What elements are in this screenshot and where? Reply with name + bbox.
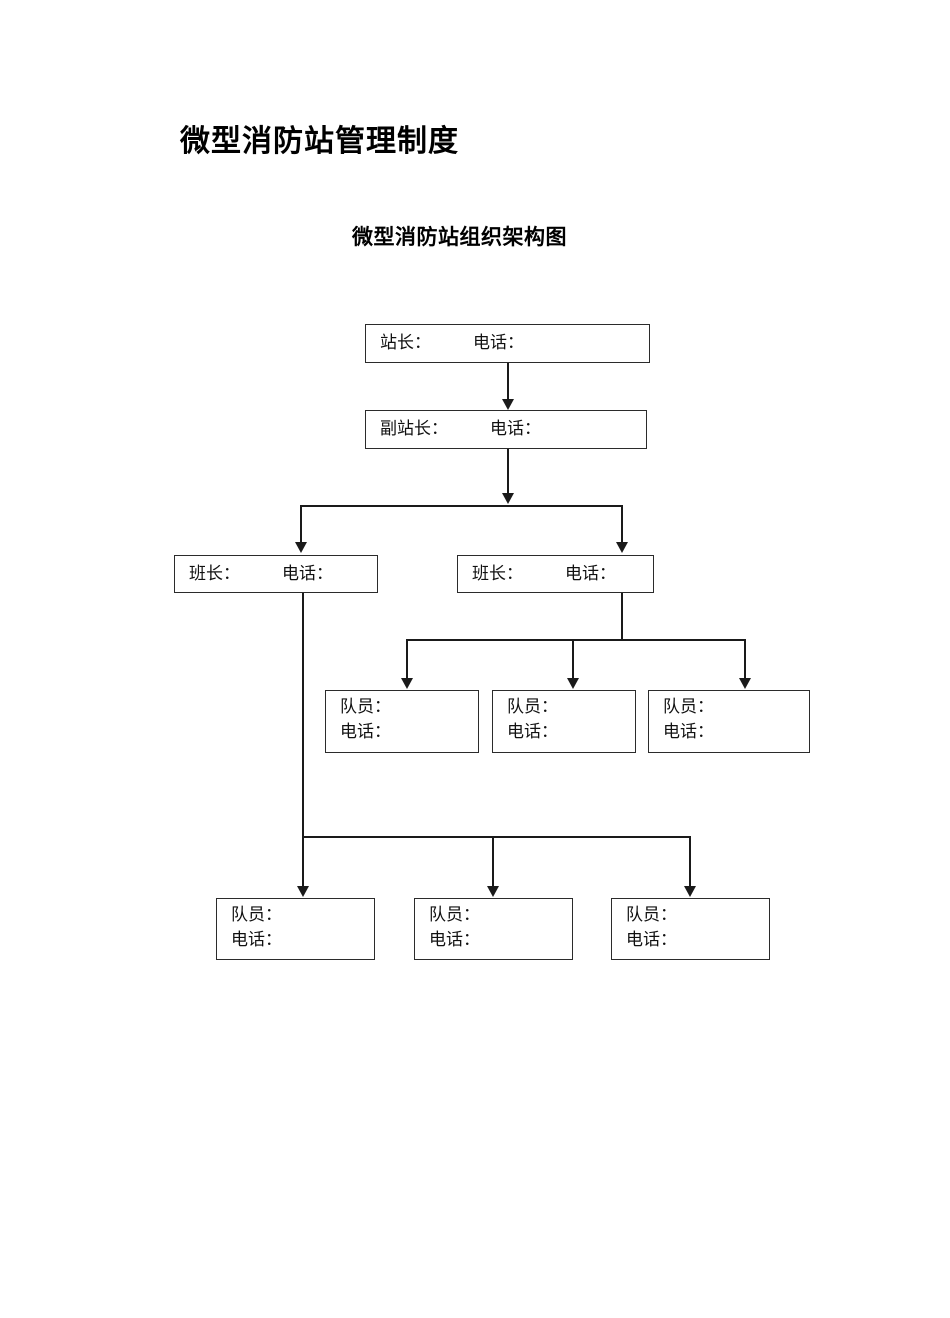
node-member-bottom-2[interactable]: 队员： 电话： [414,898,573,960]
deputy-chief-phone-label: 电话： [490,419,541,439]
arrow-to-squad-right [616,542,628,553]
node-member-bottom-1[interactable]: 队员： 电话： [216,898,375,960]
squad-leader-right-phone-label: 电话： [565,563,616,583]
connector-squad-left-stem [302,593,304,887]
arrow-to-member-b1 [297,886,309,897]
squad-leader-left-phone-label: 电话： [282,563,333,583]
member-b3-phone-label: 电话： [626,929,677,949]
connector-to-member-m1 [406,639,408,679]
member-m1-role-label: 队员： [340,697,391,716]
node-deputy-station-chief[interactable]: 副站长： 电话： [365,410,647,449]
member-m3-phone-label: 电话： [663,721,714,741]
connector-to-member-b2 [492,836,494,887]
arrow-to-member-m3 [739,678,751,689]
arrow-to-member-m2 [567,678,579,689]
connector-to-member-m2 [572,639,574,679]
member-b3-role-label: 队员： [626,905,677,924]
page-title: 微型消防站管理制度 [180,125,459,159]
arrow-chief-to-deputy [502,399,514,410]
connector-chief-to-deputy [507,363,509,400]
node-member-middle-2[interactable]: 队员： 电话： [492,690,636,753]
member-m2-phone-label: 电话： [507,721,558,741]
node-squad-leader-right[interactable]: 班长： 电话： [457,555,654,593]
arrow-to-member-b3 [684,886,696,897]
connector-middle-row-bar [406,639,746,641]
connector-squad-right-stem [621,593,623,641]
squad-leader-left-role-label: 班长： [189,563,240,583]
member-m3-role-label: 队员： [663,697,714,716]
node-member-bottom-3[interactable]: 队员： 电话： [611,898,770,960]
deputy-chief-role-label: 副站长： [380,419,448,439]
node-member-middle-1[interactable]: 队员： 电话： [325,690,479,753]
member-b1-phone-label: 电话： [231,929,282,949]
arrow-deputy-stem [502,493,514,504]
connector-deputy-stem [507,449,509,493]
node-squad-leader-left[interactable]: 班长： 电话： [174,555,378,593]
node-member-middle-3[interactable]: 队员： 电话： [648,690,810,753]
chart-title: 微型消防站组织架构图 [352,226,567,249]
member-b2-phone-label: 电话： [429,929,480,949]
member-m2-role-label: 队员： [507,697,558,716]
connector-to-squad-left [300,505,302,543]
member-b2-role-label: 队员： [429,905,480,924]
station-chief-phone-label: 电话： [473,333,524,353]
connector-deputy-split-bar [300,505,623,507]
arrow-to-squad-left [295,542,307,553]
connector-to-member-b3 [689,836,691,887]
connector-to-squad-right [621,505,623,543]
squad-leader-right-role-label: 班长： [472,563,523,583]
connector-bottom-row-bar [302,836,691,838]
member-b1-role-label: 队员： [231,905,282,924]
station-chief-role-label: 站长： [380,333,431,353]
connector-to-member-m3 [744,639,746,679]
member-m1-phone-label: 电话： [340,721,391,741]
arrow-to-member-m1 [401,678,413,689]
arrow-to-member-b2 [487,886,499,897]
node-station-chief[interactable]: 站长： 电话： [365,324,650,363]
